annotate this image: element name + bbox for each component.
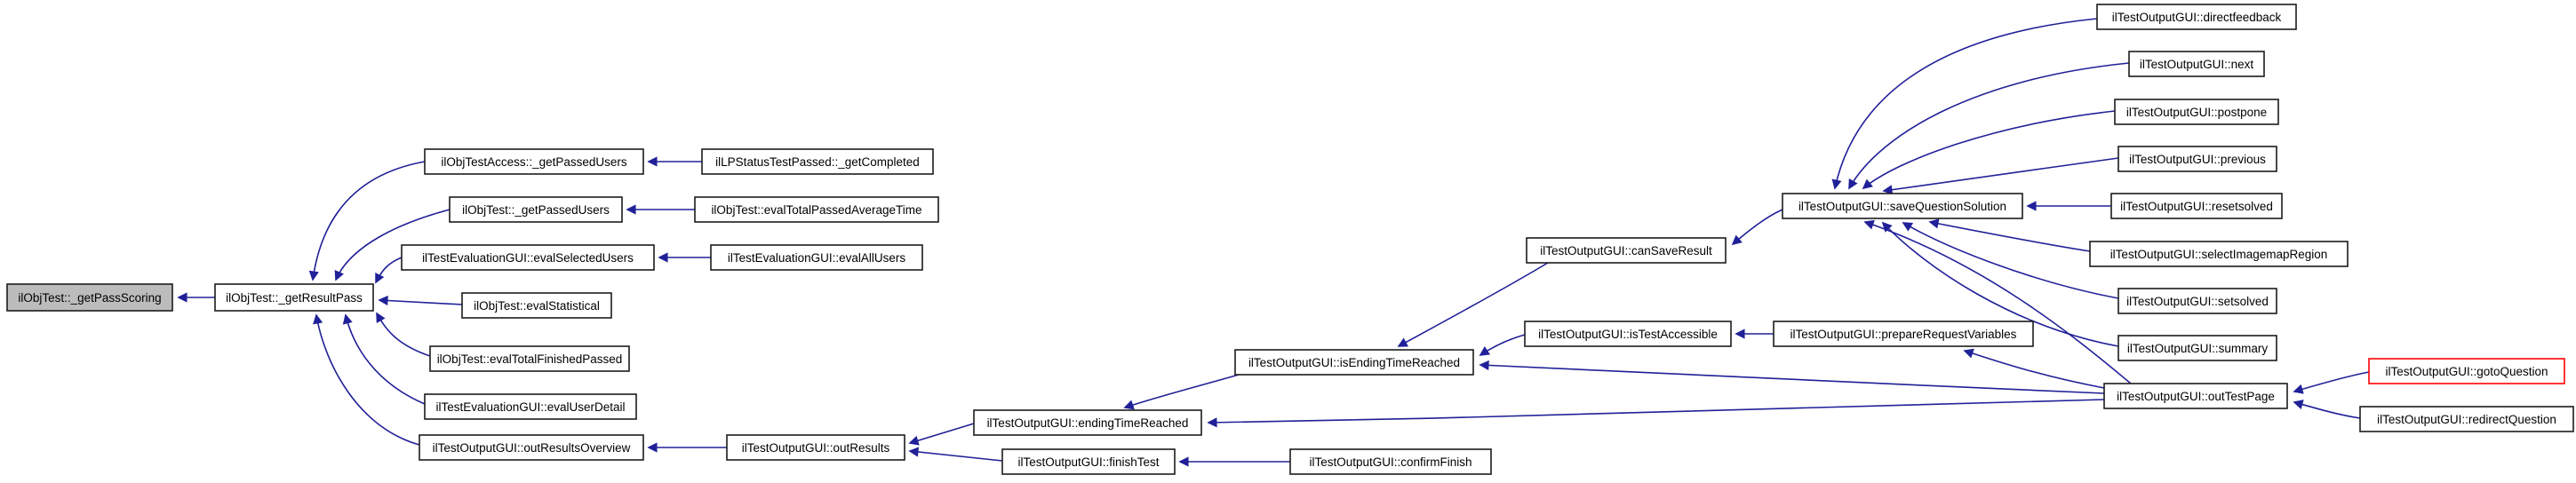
svg-text:ilTestOutputGUI::saveQuestionS: ilTestOutputGUI::saveQuestionSolution bbox=[1798, 200, 2006, 213]
svg-text:ilTestEvaluationGUI::evalUserD: ilTestEvaluationGUI::evalUserDetail bbox=[435, 400, 625, 414]
svg-text:ilObjTest::_getPassedUsers: ilObjTest::_getPassedUsers bbox=[462, 203, 610, 217]
svg-text:ilTestOutputGUI::finishTest: ilTestOutputGUI::finishTest bbox=[1017, 455, 1159, 469]
node-accessGetPassedUsers[interactable]: ilObjTestAccess::_getPassedUsers bbox=[424, 148, 644, 175]
edge-outTestPage-endingTimeReached bbox=[1207, 399, 2105, 428]
node-setsolved[interactable]: ilTestOutputGUI::setsolved bbox=[2117, 288, 2277, 314]
node-getPassScoring: ilObjTest::_getPassScoring bbox=[6, 283, 173, 312]
node-evalUserDetail[interactable]: ilTestEvaluationGUI::evalUserDetail bbox=[424, 393, 637, 420]
edges bbox=[177, 18, 2370, 467]
edge-evalSelectedUsers-getResultPass bbox=[375, 257, 403, 284]
node-evalStatistical[interactable]: ilObjTest::evalStatistical bbox=[461, 292, 612, 319]
svg-text:ilObjTest::_getResultPass: ilObjTest::_getResultPass bbox=[226, 291, 363, 305]
edge-isTestAccessible-isEndingTimeReached bbox=[1479, 334, 1526, 356]
svg-text:ilTestOutputGUI::outResults: ilTestOutputGUI::outResults bbox=[742, 441, 890, 455]
edge-setsolved-saveQuestionSolution bbox=[1902, 222, 2119, 299]
node-outResults[interactable]: ilTestOutputGUI::outResults bbox=[726, 434, 905, 461]
node-objGetPassedUsers[interactable]: ilObjTest::_getPassedUsers bbox=[449, 196, 623, 223]
node-isTestAccessible[interactable]: ilTestOutputGUI::isTestAccessible bbox=[1524, 321, 1732, 347]
edge-redirectQuestion-outTestPage bbox=[2293, 400, 2361, 419]
edge-accessGetPassedUsers-getResultPass bbox=[308, 161, 426, 281]
node-evalSelectedUsers[interactable]: ilTestEvaluationGUI::evalSelectedUsers bbox=[401, 244, 655, 271]
node-evalTotalFinishedPassed[interactable]: ilObjTest::evalTotalFinishedPassed bbox=[429, 345, 630, 372]
svg-text:ilTestOutputGUI::summary: ilTestOutputGUI::summary bbox=[2127, 342, 2269, 355]
nodes: ilObjTest::_getPassScoring ilObjTest::_g… bbox=[6, 4, 2574, 475]
svg-text:ilTestOutputGUI::canSaveResult: ilTestOutputGUI::canSaveResult bbox=[1540, 244, 1712, 257]
svg-text:ilTestOutputGUI::directfeedbac: ilTestOutputGUI::directfeedback bbox=[2112, 11, 2282, 24]
svg-text:ilTestOutputGUI::isEndingTimeR: ilTestOutputGUI::isEndingTimeReached bbox=[1248, 356, 1460, 369]
node-confirmFinish[interactable]: ilTestOutputGUI::confirmFinish bbox=[1289, 448, 1492, 475]
edge-evalStatistical-getResultPass bbox=[378, 295, 463, 306]
svg-text:ilTestEvaluationGUI::evalSelec: ilTestEvaluationGUI::evalSelectedUsers bbox=[422, 251, 634, 265]
svg-text:ilTestOutputGUI::outTestPage: ilTestOutputGUI::outTestPage bbox=[2117, 390, 2275, 403]
svg-text:ilTestOutputGUI::confirmFinish: ilTestOutputGUI::confirmFinish bbox=[1309, 455, 1471, 469]
edge-objGetPassedUsers-getResultPass bbox=[334, 209, 451, 281]
svg-text:ilTestOutputGUI::gotoQuestion: ilTestOutputGUI::gotoQuestion bbox=[2385, 365, 2548, 378]
node-resetsolved[interactable]: ilTestOutputGUI::resetsolved bbox=[2110, 193, 2283, 219]
svg-text:ilTestOutputGUI::endingTimeRea: ilTestOutputGUI::endingTimeReached bbox=[987, 416, 1189, 430]
edge-gotoQuestion-outTestPage bbox=[2293, 371, 2370, 394]
node-getCompleted[interactable]: ilLPStatusTestPassed::_getCompleted bbox=[701, 148, 934, 175]
svg-text:ilTestOutputGUI::previous: ilTestOutputGUI::previous bbox=[2129, 153, 2266, 166]
edge-evalUserDetail-getResultPass bbox=[342, 313, 426, 405]
node-saveQuestionSolution[interactable]: ilTestOutputGUI::saveQuestionSolution bbox=[1782, 193, 2023, 219]
node-evalTotalPassedAverageTime[interactable]: ilObjTest::evalTotalPassedAverageTime bbox=[694, 196, 939, 223]
node-redirectQuestion[interactable]: ilTestOutputGUI::redirectQuestion bbox=[2359, 406, 2574, 432]
edge-evalTotalFinishedPassed-getResultPass bbox=[376, 312, 431, 357]
edge-isEndingTimeReached-endingTimeReached bbox=[1123, 374, 1240, 410]
svg-text:ilTestOutputGUI::resetsolved: ilTestOutputGUI::resetsolved bbox=[2120, 200, 2273, 213]
edge-next-saveQuestionSolution bbox=[1848, 62, 2130, 190]
svg-text:ilTestOutputGUI::outResultsOve: ilTestOutputGUI::outResultsOverview bbox=[433, 441, 631, 455]
node-outTestPage[interactable]: ilTestOutputGUI::outTestPage bbox=[2103, 383, 2288, 409]
edge-selectImagemapRegion-saveQuestionSolution bbox=[1928, 218, 2091, 252]
edge-saveQuestionSolution-canSaveResult bbox=[1731, 209, 1783, 246]
edge-outTestPage-saveQuestionSolution bbox=[1863, 219, 2132, 384]
edge-outTestPage-prepareRequestVariables bbox=[1963, 348, 2105, 389]
edge-directfeedback-saveQuestionSolution bbox=[1831, 18, 2098, 190]
svg-text:ilTestOutputGUI::postpone: ilTestOutputGUI::postpone bbox=[2126, 106, 2267, 119]
node-gotoQuestion[interactable]: ilTestOutputGUI::gotoQuestion bbox=[2368, 358, 2565, 384]
node-endingTimeReached[interactable]: ilTestOutputGUI::endingTimeReached bbox=[973, 409, 1202, 436]
edge-previous-saveQuestionSolution bbox=[1882, 157, 2119, 195]
node-selectImagemapRegion[interactable]: ilTestOutputGUI::selectImagemapRegion bbox=[2089, 241, 2349, 267]
edge-summary-saveQuestionSolution bbox=[1881, 221, 2119, 347]
edge-canSaveResult-isEndingTimeReached bbox=[1397, 262, 1549, 347]
edge-endingTimeReached-outResults bbox=[908, 423, 975, 446]
svg-text:ilTestEvaluationGUI::evalAllUs: ilTestEvaluationGUI::evalAllUsers bbox=[728, 251, 906, 265]
svg-text:ilObjTest::evalTotalPassedAver: ilObjTest::evalTotalPassedAverageTime bbox=[711, 203, 921, 217]
node-previous[interactable]: ilTestOutputGUI::previous bbox=[2117, 146, 2277, 172]
svg-text:ilObjTest::evalTotalFinishedPa: ilObjTest::evalTotalFinishedPassed bbox=[437, 352, 623, 366]
svg-text:ilTestOutputGUI::redirectQuest: ilTestOutputGUI::redirectQuestion bbox=[2377, 413, 2556, 426]
svg-text:ilLPStatusTestPassed::_getComp: ilLPStatusTestPassed::_getCompleted bbox=[715, 155, 920, 169]
svg-text:ilTestOutputGUI::next: ilTestOutputGUI::next bbox=[2140, 58, 2254, 71]
svg-text:ilTestOutputGUI::isTestAccessi: ilTestOutputGUI::isTestAccessible bbox=[1538, 328, 1718, 341]
edge-postpone-saveQuestionSolution bbox=[1862, 110, 2116, 190]
node-next[interactable]: ilTestOutputGUI::next bbox=[2128, 51, 2265, 77]
node-isEndingTimeReached[interactable]: ilTestOutputGUI::isEndingTimeReached bbox=[1234, 349, 1474, 376]
node-summary[interactable]: ilTestOutputGUI::summary bbox=[2117, 335, 2277, 361]
node-evalAllUsers[interactable]: ilTestEvaluationGUI::evalAllUsers bbox=[710, 244, 923, 271]
svg-text:ilTestOutputGUI::selectImagema: ilTestOutputGUI::selectImagemapRegion bbox=[2110, 248, 2328, 261]
node-prepareRequestVariables[interactable]: ilTestOutputGUI::prepareRequestVariables bbox=[1773, 321, 2034, 347]
node-postpone[interactable]: ilTestOutputGUI::postpone bbox=[2114, 99, 2279, 125]
node-directfeedback[interactable]: ilTestOutputGUI::directfeedback bbox=[2096, 4, 2297, 30]
node-finishTest[interactable]: ilTestOutputGUI::finishTest bbox=[1001, 448, 1176, 475]
svg-text:ilTestOutputGUI::setsolved: ilTestOutputGUI::setsolved bbox=[2126, 295, 2269, 308]
node-getResultPass[interactable]: ilObjTest::_getResultPass bbox=[214, 283, 374, 312]
edge-outResultsOverview-getResultPass bbox=[313, 313, 420, 446]
node-canSaveResult[interactable]: ilTestOutputGUI::canSaveResult bbox=[1526, 237, 1727, 264]
edge-outTestPage-isEndingTimeReached bbox=[1479, 360, 2105, 394]
svg-text:ilObjTestAccess::_getPassedUse: ilObjTestAccess::_getPassedUsers bbox=[441, 155, 627, 169]
node-outResultsOverview[interactable]: ilTestOutputGUI::outResultsOverview bbox=[419, 434, 644, 461]
svg-text:ilObjTest::evalStatistical: ilObjTest::evalStatistical bbox=[474, 299, 600, 313]
svg-text:ilObjTest::_getPassScoring: ilObjTest::_getPassScoring bbox=[18, 291, 161, 305]
svg-text:ilTestOutputGUI::prepareReques: ilTestOutputGUI::prepareRequestVariables bbox=[1790, 328, 2017, 341]
edge-finishTest-outResults bbox=[908, 447, 1003, 462]
